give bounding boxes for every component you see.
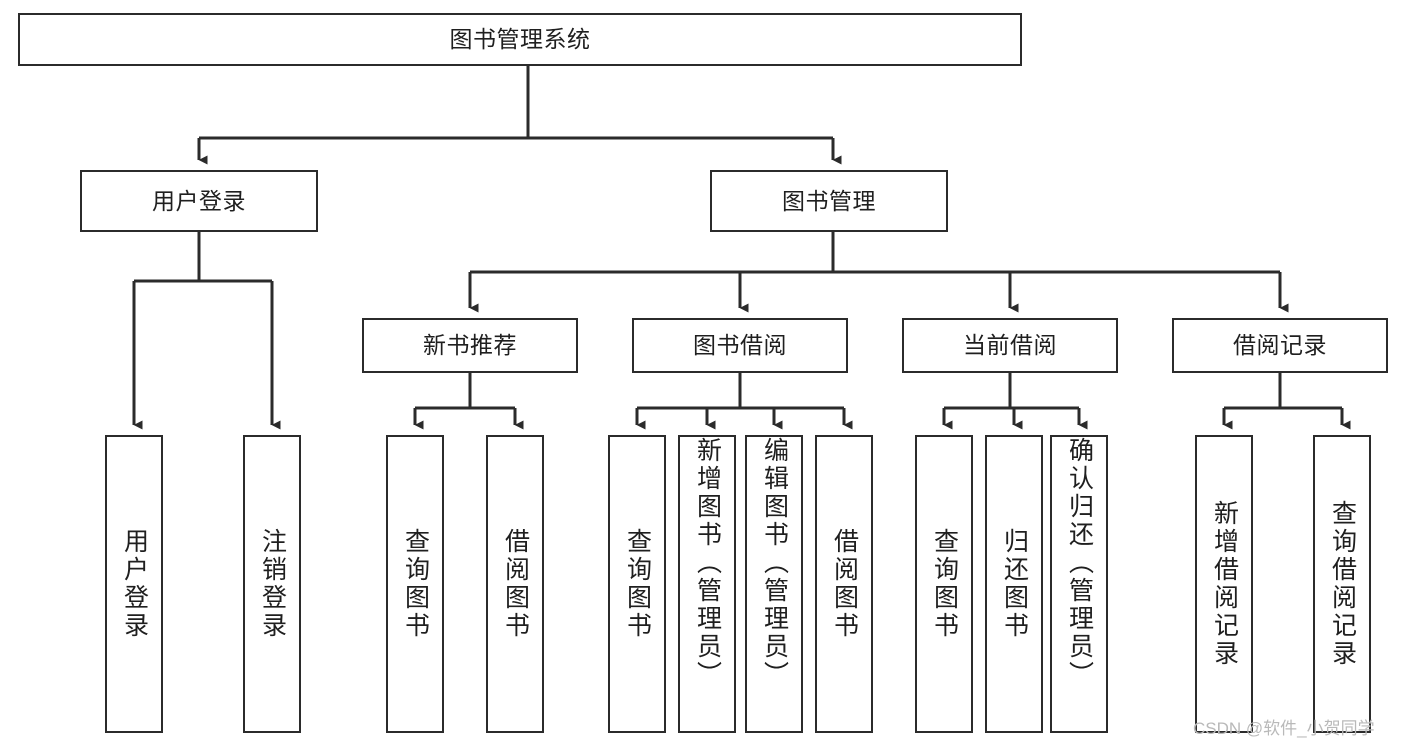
node-leaf-query-book-1[interactable]: 查询图书 — [386, 435, 444, 733]
node-book-manage[interactable]: 图书管理 — [710, 170, 948, 232]
node-borrow-record[interactable]: 借阅记录 — [1172, 318, 1388, 373]
node-leaf-query-book-3-label: 查询图书 — [930, 528, 959, 640]
node-leaf-query-book-2[interactable]: 查询图书 — [608, 435, 666, 733]
node-leaf-borrow-book-2[interactable]: 借阅图书 — [815, 435, 873, 733]
node-book-borrow[interactable]: 图书借阅 — [632, 318, 848, 373]
node-leaf-edit-book[interactable]: 编辑图书（管理员） — [745, 435, 803, 733]
node-borrow-record-label: 借阅记录 — [1233, 332, 1327, 359]
node-leaf-query-book-1-label: 查询图书 — [401, 528, 430, 640]
node-user-login-label: 用户登录 — [152, 187, 246, 214]
node-leaf-user-logout[interactable]: 注销登录 — [243, 435, 301, 733]
node-new-book-rec[interactable]: 新书推荐 — [362, 318, 578, 373]
node-current-borrow-label: 当前借阅 — [963, 332, 1057, 359]
node-leaf-confirm-return-label: 确认归还（管理员） — [1065, 437, 1094, 689]
node-leaf-add-record[interactable]: 新增借阅记录 — [1195, 435, 1253, 733]
node-leaf-borrow-book-2-label: 借阅图书 — [830, 528, 859, 640]
node-leaf-query-book-3[interactable]: 查询图书 — [915, 435, 973, 733]
node-leaf-add-book-label: 新增图书（管理员） — [693, 437, 722, 689]
node-leaf-user-login[interactable]: 用户登录 — [105, 435, 163, 733]
node-leaf-edit-book-label: 编辑图书（管理员） — [760, 437, 789, 689]
node-root-label: 图书管理系统 — [449, 26, 591, 53]
node-book-manage-label: 图书管理 — [782, 187, 876, 214]
node-leaf-borrow-book-1-label: 借阅图书 — [501, 528, 530, 640]
node-leaf-return-book[interactable]: 归还图书 — [985, 435, 1043, 733]
node-root[interactable]: 图书管理系统 — [18, 13, 1022, 66]
node-current-borrow[interactable]: 当前借阅 — [902, 318, 1118, 373]
node-leaf-query-record[interactable]: 查询借阅记录 — [1313, 435, 1371, 733]
node-leaf-query-book-2-label: 查询图书 — [623, 528, 652, 640]
node-leaf-query-record-label: 查询借阅记录 — [1328, 500, 1357, 668]
node-leaf-borrow-book-1[interactable]: 借阅图书 — [486, 435, 544, 733]
node-leaf-confirm-return[interactable]: 确认归还（管理员） — [1050, 435, 1108, 733]
node-leaf-add-book[interactable]: 新增图书（管理员） — [678, 435, 736, 733]
node-leaf-return-book-label: 归还图书 — [1000, 528, 1029, 640]
node-new-book-rec-label: 新书推荐 — [423, 332, 517, 359]
node-leaf-user-logout-label: 注销登录 — [258, 528, 287, 640]
node-user-login[interactable]: 用户登录 — [80, 170, 318, 232]
node-leaf-add-record-label: 新增借阅记录 — [1210, 500, 1239, 668]
node-book-borrow-label: 图书借阅 — [693, 332, 787, 359]
node-leaf-user-login-label: 用户登录 — [120, 528, 149, 640]
